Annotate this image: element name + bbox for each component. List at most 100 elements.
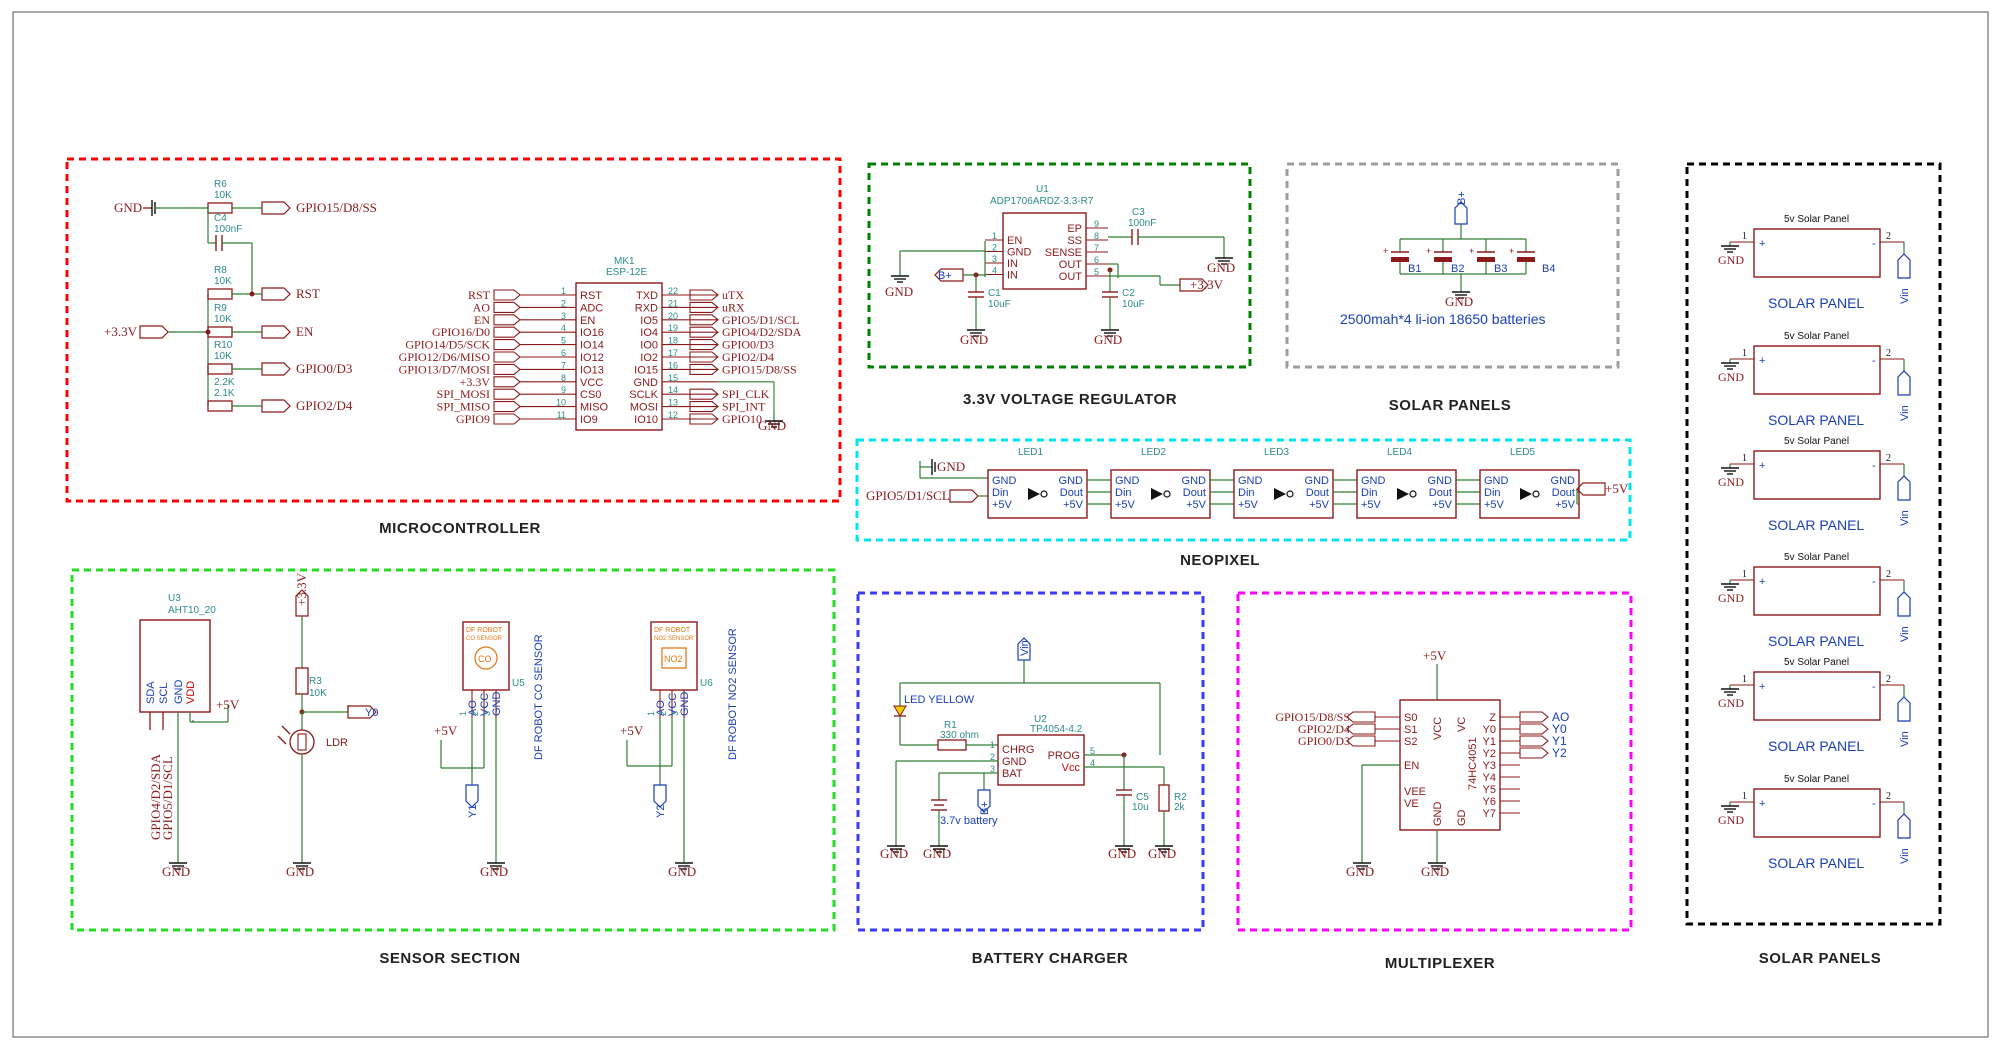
solar-plus: + xyxy=(1759,576,1765,588)
esp-right-num: 12 xyxy=(668,410,678,420)
esp-left-pin: VCC xyxy=(580,377,603,389)
reg-left-pin: GND xyxy=(1007,247,1032,259)
vin-flag xyxy=(1897,696,1911,722)
solar-panel-title: 5v Solar Panel xyxy=(1784,436,1849,447)
led-pin-gnd-out: GND xyxy=(1551,475,1576,487)
svg-text:DF ROBOT: DF ROBOT xyxy=(654,627,691,634)
svg-text:C3: C3 xyxy=(1132,207,1145,218)
solar-plus: + xyxy=(1759,798,1765,810)
led-pin-5v-out: +5V xyxy=(1186,499,1207,511)
led-arrow-dot xyxy=(1040,490,1048,498)
esp-right-pin: IO5 xyxy=(640,315,658,327)
reg-left-num: 1 xyxy=(992,231,997,241)
svg-text:B+: B+ xyxy=(979,801,991,815)
charger-circuit: Vin LED YELLOW R1 330 ohm U2 TP4054-4.2 … xyxy=(880,637,1187,861)
svg-text:2.1K: 2.1K xyxy=(214,388,235,399)
esp-left-num: 9 xyxy=(561,385,566,395)
mux-left-pin: VE xyxy=(1404,798,1419,810)
led-pin-gnd: GND xyxy=(1238,475,1263,487)
no2-pin: VCC xyxy=(667,693,679,716)
esp-right-pin: TXD xyxy=(636,290,658,302)
esp-right-num: 22 xyxy=(668,286,678,296)
led-pin-dout: Dout xyxy=(1429,487,1452,499)
net-flag xyxy=(493,326,521,338)
reg-right-num: 8 xyxy=(1094,231,1099,241)
led-pin-din: Din xyxy=(1361,487,1378,499)
battery-pack: B+ +B1+B2+B3+B4 GND 2500mah*4 li-ion 186… xyxy=(1340,191,1555,327)
esp-right-pin: IO0 xyxy=(640,340,658,352)
mux-right-pin: Y4 xyxy=(1483,772,1496,784)
svg-text:Y2: Y2 xyxy=(655,805,667,818)
esp-left-pin: IO9 xyxy=(580,414,598,426)
esp-right-net: GPIO2/D4 xyxy=(722,350,774,364)
mux-net: GPIO2/D4 xyxy=(1298,722,1350,736)
mux-out-net: Y0 xyxy=(1552,722,1567,736)
led-pin-din: Din xyxy=(1115,487,1132,499)
led-pin-5v: +5V xyxy=(1484,499,1505,511)
led-arrow-dot xyxy=(1409,490,1417,498)
esp-right-net: GPIO5/D1/SCL xyxy=(722,313,799,327)
esp-right-pin: MOSI xyxy=(630,402,658,414)
svg-text:U2: U2 xyxy=(1034,714,1047,725)
svg-text:GND: GND xyxy=(668,864,696,879)
reg-right-pin: OUT xyxy=(1059,271,1083,283)
sensor-box xyxy=(70,568,836,932)
solar-top-box xyxy=(1285,162,1620,369)
svg-text:C1: C1 xyxy=(988,288,1001,299)
led-body xyxy=(1110,469,1211,519)
chg-left-num: 2 xyxy=(990,752,995,762)
svg-text:10K: 10K xyxy=(309,688,327,699)
reg-right-pin: EP xyxy=(1067,223,1082,235)
solar-panel-body xyxy=(1753,788,1881,838)
svg-text:10K: 10K xyxy=(214,190,232,201)
svg-text:R1: R1 xyxy=(944,720,957,731)
solar-gnd-label: GND xyxy=(1718,696,1744,710)
net-flag xyxy=(493,289,521,301)
solar-vin-label: Vin xyxy=(1899,405,1911,421)
svg-text:GND: GND xyxy=(1207,260,1235,275)
solar-minus: - xyxy=(1872,460,1876,472)
esp-right-net: uTX xyxy=(722,288,744,302)
esp-left-num: 11 xyxy=(557,410,566,420)
led-pin-gnd-out: GND xyxy=(1305,475,1330,487)
led-arrow-dot xyxy=(1163,490,1171,498)
battery-cell-label: B2 xyxy=(1451,263,1464,275)
svg-text:RST: RST xyxy=(296,286,320,301)
svg-text:DF ROBOT CO SENSOR: DF ROBOT CO SENSOR xyxy=(533,634,545,760)
solar-vin-label: Vin xyxy=(1899,288,1911,304)
esp-left-num: 3 xyxy=(561,311,566,321)
solar-pin-num: 2 xyxy=(1886,231,1891,242)
regulator-box xyxy=(867,162,1252,369)
solar-panel-title: 5v Solar Panel xyxy=(1784,331,1849,342)
svg-text:10K: 10K xyxy=(214,314,232,325)
aht-pin: SDA xyxy=(145,681,157,704)
esp-left-num: 8 xyxy=(561,373,566,383)
esp-right-net: GPIO0/D3 xyxy=(722,338,774,352)
esp-right-num: 19 xyxy=(668,323,678,333)
reg-left-pin: EN xyxy=(1007,235,1022,247)
esp-left-net: SPI_MISO xyxy=(437,400,491,414)
solar-panel-label: SOLAR PANEL xyxy=(1768,738,1864,754)
led-arrow-dot xyxy=(1532,490,1540,498)
co-pin: VCC xyxy=(479,693,491,716)
solar-panel-body xyxy=(1753,566,1881,616)
led-pin-gnd: GND xyxy=(1115,475,1140,487)
led-pin-5v-out: +5V xyxy=(1063,499,1084,511)
svg-text:100nF: 100nF xyxy=(1128,218,1156,229)
no2-pin-num: 3 xyxy=(670,711,680,716)
svg-text:10K: 10K xyxy=(214,351,232,362)
svg-text:GND: GND xyxy=(1346,864,1374,879)
solar-plus: + xyxy=(1759,355,1765,367)
mux-left-pin: S1 xyxy=(1404,724,1417,736)
net-flag xyxy=(689,314,719,326)
esp-left-num: 5 xyxy=(561,336,566,346)
svg-text:GND: GND xyxy=(1148,846,1176,861)
esp-left-num: 7 xyxy=(561,360,566,370)
led-pin-gnd-out: GND xyxy=(1059,475,1084,487)
svg-text:GPIO5/D1/SCL: GPIO5/D1/SCL xyxy=(866,488,950,503)
cell-plate xyxy=(1391,257,1409,262)
svg-text:GND: GND xyxy=(880,846,908,861)
aht-pin: SCL xyxy=(158,683,170,704)
